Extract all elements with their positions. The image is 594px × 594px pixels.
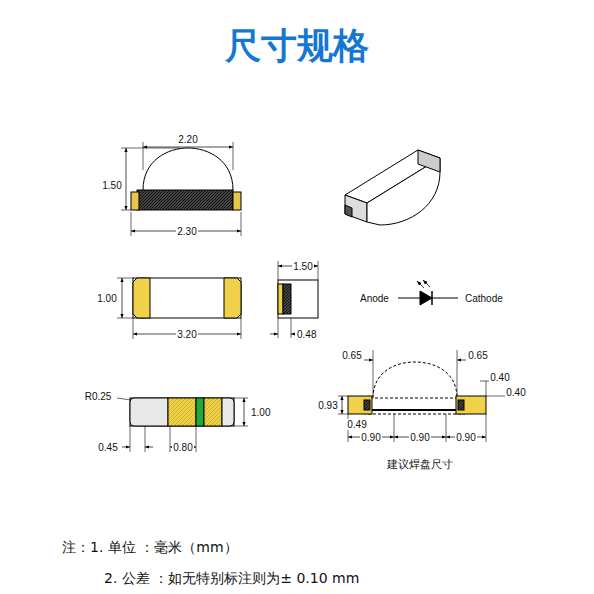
dimension-label: 0.90 bbox=[455, 432, 476, 443]
dimension-label: R0.25 bbox=[84, 391, 113, 402]
dimension-label: 0.90 bbox=[409, 432, 430, 443]
caption-label: 建议焊盘尺寸 bbox=[387, 458, 453, 470]
dimension-label: 0.93 bbox=[317, 400, 338, 411]
dimension-label: 0.65 bbox=[341, 350, 362, 361]
dimension-label: 0.80 bbox=[172, 442, 193, 453]
page-title: 尺寸规格 bbox=[0, 24, 594, 67]
dimension-label: 1.00 bbox=[250, 407, 271, 418]
dimension-label: 2.30 bbox=[176, 226, 197, 237]
dimension-label: 0.48 bbox=[296, 329, 317, 340]
note-text: 2. 公差 ：如无特别标注则为± 0.10 mm bbox=[104, 571, 359, 586]
dimension-label: 2.20 bbox=[177, 134, 198, 145]
dimension-label: 0.40 bbox=[489, 372, 510, 383]
dimension-label: 0.65 bbox=[467, 350, 488, 361]
dimension-label: 1.50 bbox=[292, 261, 313, 272]
dimension-label: 0.40 bbox=[505, 387, 526, 398]
dimension-label: 1.00 bbox=[96, 293, 117, 304]
dimension-label: 1.50 bbox=[101, 180, 122, 191]
note-text: 注：1. 单位 ：毫米（mm） bbox=[62, 540, 238, 555]
pin-name: Anode bbox=[360, 293, 389, 304]
pin-name: Cathode bbox=[465, 293, 503, 304]
dimension-label: 3.20 bbox=[176, 329, 197, 340]
dimension-label: 0.90 bbox=[360, 432, 381, 443]
dimension-label: 0.45 bbox=[97, 442, 118, 453]
dimension-label: 0.49 bbox=[346, 419, 367, 430]
